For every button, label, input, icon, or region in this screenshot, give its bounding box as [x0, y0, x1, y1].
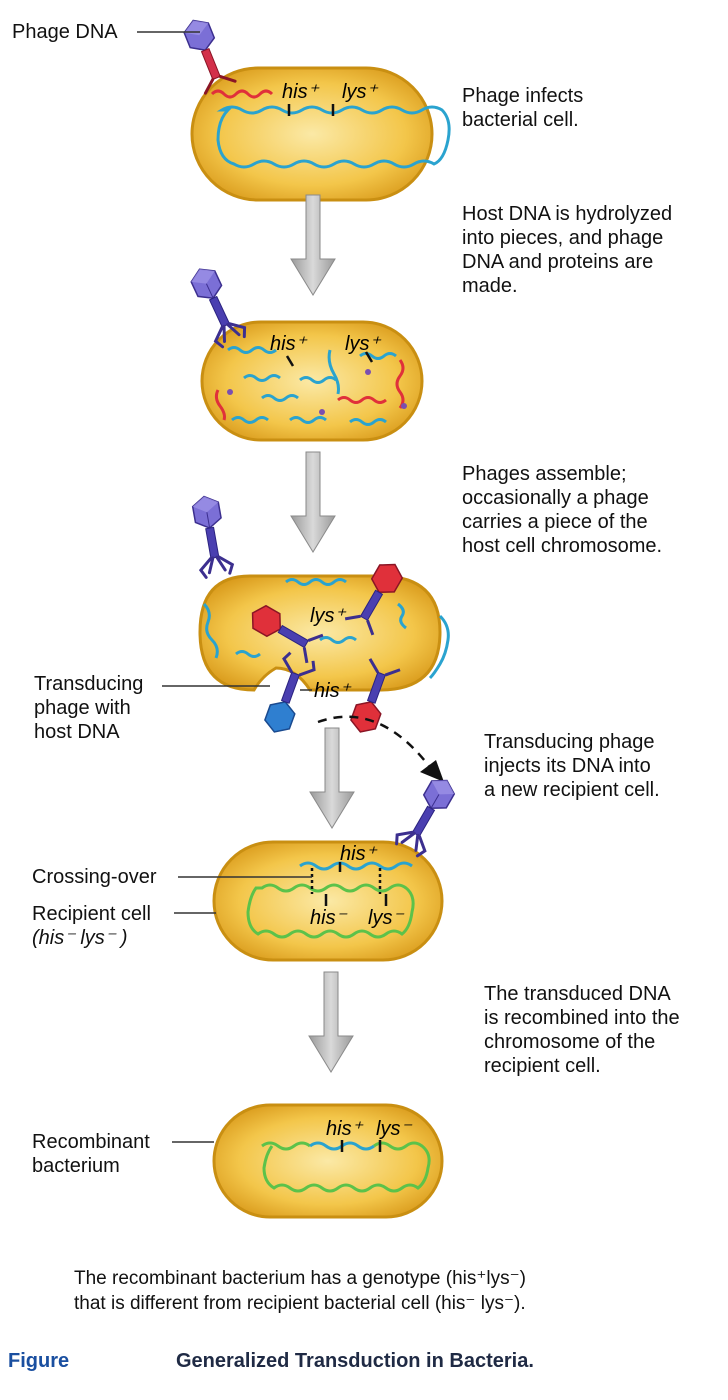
step5-cell	[212, 1103, 444, 1219]
step2-cell	[200, 320, 424, 442]
arrow-1	[290, 194, 336, 296]
lys-minus-4: lys⁻	[368, 907, 404, 929]
step1-host-dna	[216, 105, 451, 169]
step1-cell	[190, 66, 451, 202]
lys-minus-5: lys⁻	[376, 1118, 412, 1140]
step3-phage-a	[251, 604, 324, 664]
label-recombinant: Recombinant bacterium	[32, 1131, 150, 1177]
summary-caption: The recombinant bacterium has a genotype…	[74, 1268, 526, 1314]
injection-arrowhead	[420, 760, 444, 782]
arrow-4	[308, 971, 354, 1073]
arrow-2	[290, 451, 336, 553]
step3-phage-free	[186, 492, 236, 580]
his-plus-1: his⁺	[282, 81, 320, 103]
his-minus-4: his⁻	[310, 907, 348, 929]
label-crossing-over: Crossing-over	[32, 866, 157, 888]
step3-cell	[198, 574, 450, 692]
step2-phage	[183, 260, 250, 350]
step4-cell	[212, 840, 444, 962]
lys-plus-2: lys⁺	[345, 333, 381, 355]
transduced-dna	[299, 861, 413, 871]
label-recipient-cell: Recipient cell (his⁻ lys⁻ )	[32, 903, 151, 949]
label-transducing-phage: Transducing phage with host DNA	[34, 673, 144, 743]
his-plus-2: his⁺	[270, 333, 308, 355]
step3-phage-c	[350, 658, 401, 733]
step3-phage-b	[344, 563, 404, 636]
his-plus-5: his⁺	[326, 1118, 364, 1140]
lys-plus-1: lys⁺	[342, 81, 378, 103]
his-plus-3: his⁺	[314, 680, 352, 702]
step1-phage	[183, 19, 237, 95]
step3-text: Phages assemble;occasionally a phage car…	[462, 463, 663, 557]
arrow-3	[309, 727, 355, 829]
label-phage-dna: Phage DNA	[12, 21, 118, 43]
his-plus-4: his⁺	[340, 843, 378, 865]
step1-phage-dna	[210, 89, 274, 99]
transducing-phage	[264, 651, 316, 733]
figure-title: Generalized Transduction in Bacteria.	[176, 1350, 534, 1372]
recipient-dna	[246, 883, 415, 939]
figure-label: Figure	[8, 1350, 70, 1372]
injection-path	[317, 715, 434, 771]
recombinant-dna	[261, 1141, 311, 1151]
lys-plus-3: lys⁺	[310, 605, 346, 627]
